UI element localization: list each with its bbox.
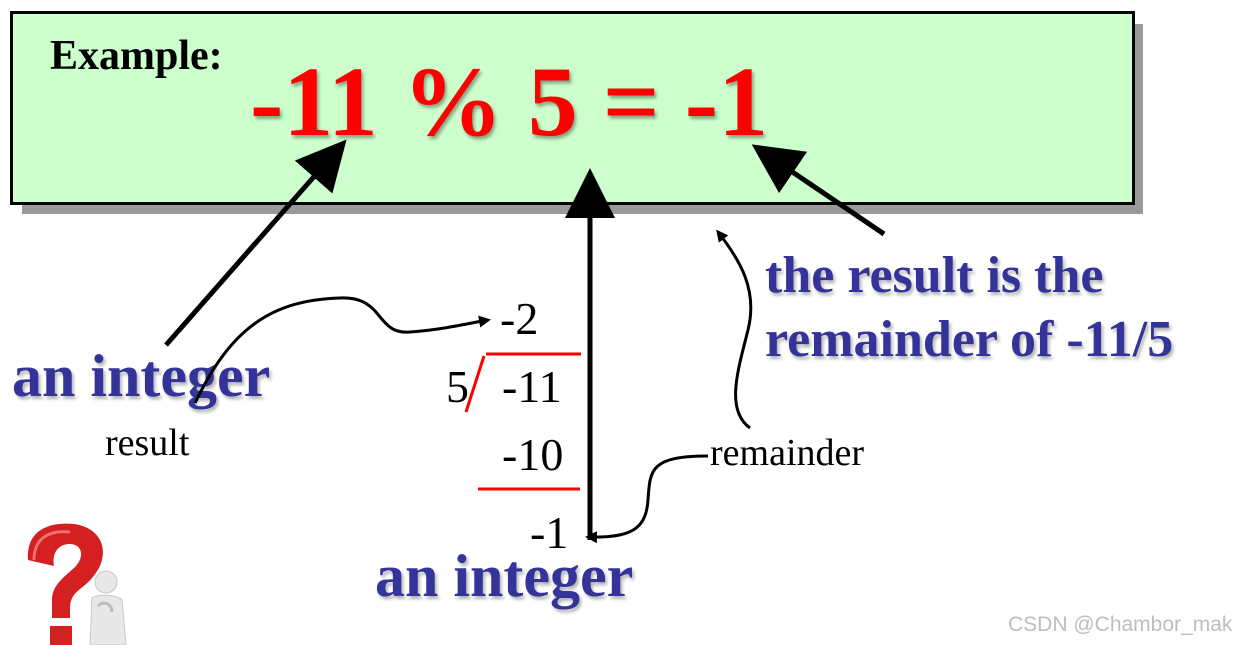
division-remainder: -1	[530, 507, 569, 558]
remainder-label: remainder	[710, 432, 865, 474]
modulo-equation: -11 % 5 = -1	[250, 46, 769, 157]
integer-label-bottom: an integer	[375, 543, 634, 609]
division-dividend: -11	[502, 361, 562, 412]
watermark: CSDN @Chambor_mak	[1008, 613, 1233, 636]
result-label: result	[105, 422, 190, 464]
explanation-line-1: the result is the	[765, 247, 1104, 304]
arrow-explanation-to-result	[751, 144, 886, 237]
example-label: Example:	[50, 33, 223, 79]
arrow-remainder-to-box	[716, 229, 753, 430]
arrow-remainder-to-minus-one	[585, 454, 709, 544]
division-quotient: -2	[500, 293, 539, 344]
division-slash	[464, 355, 486, 413]
arrow-integer-to-dividend	[164, 139, 347, 347]
integer-label-left: an integer	[12, 343, 271, 409]
division-divisor: 5	[446, 361, 469, 412]
arrow-result-to-quotient	[193, 296, 491, 404]
division-subtrahend: -10	[502, 429, 564, 480]
question-figure-icon	[27, 523, 127, 645]
explanation-line-2: remainder of -11/5	[765, 311, 1174, 368]
